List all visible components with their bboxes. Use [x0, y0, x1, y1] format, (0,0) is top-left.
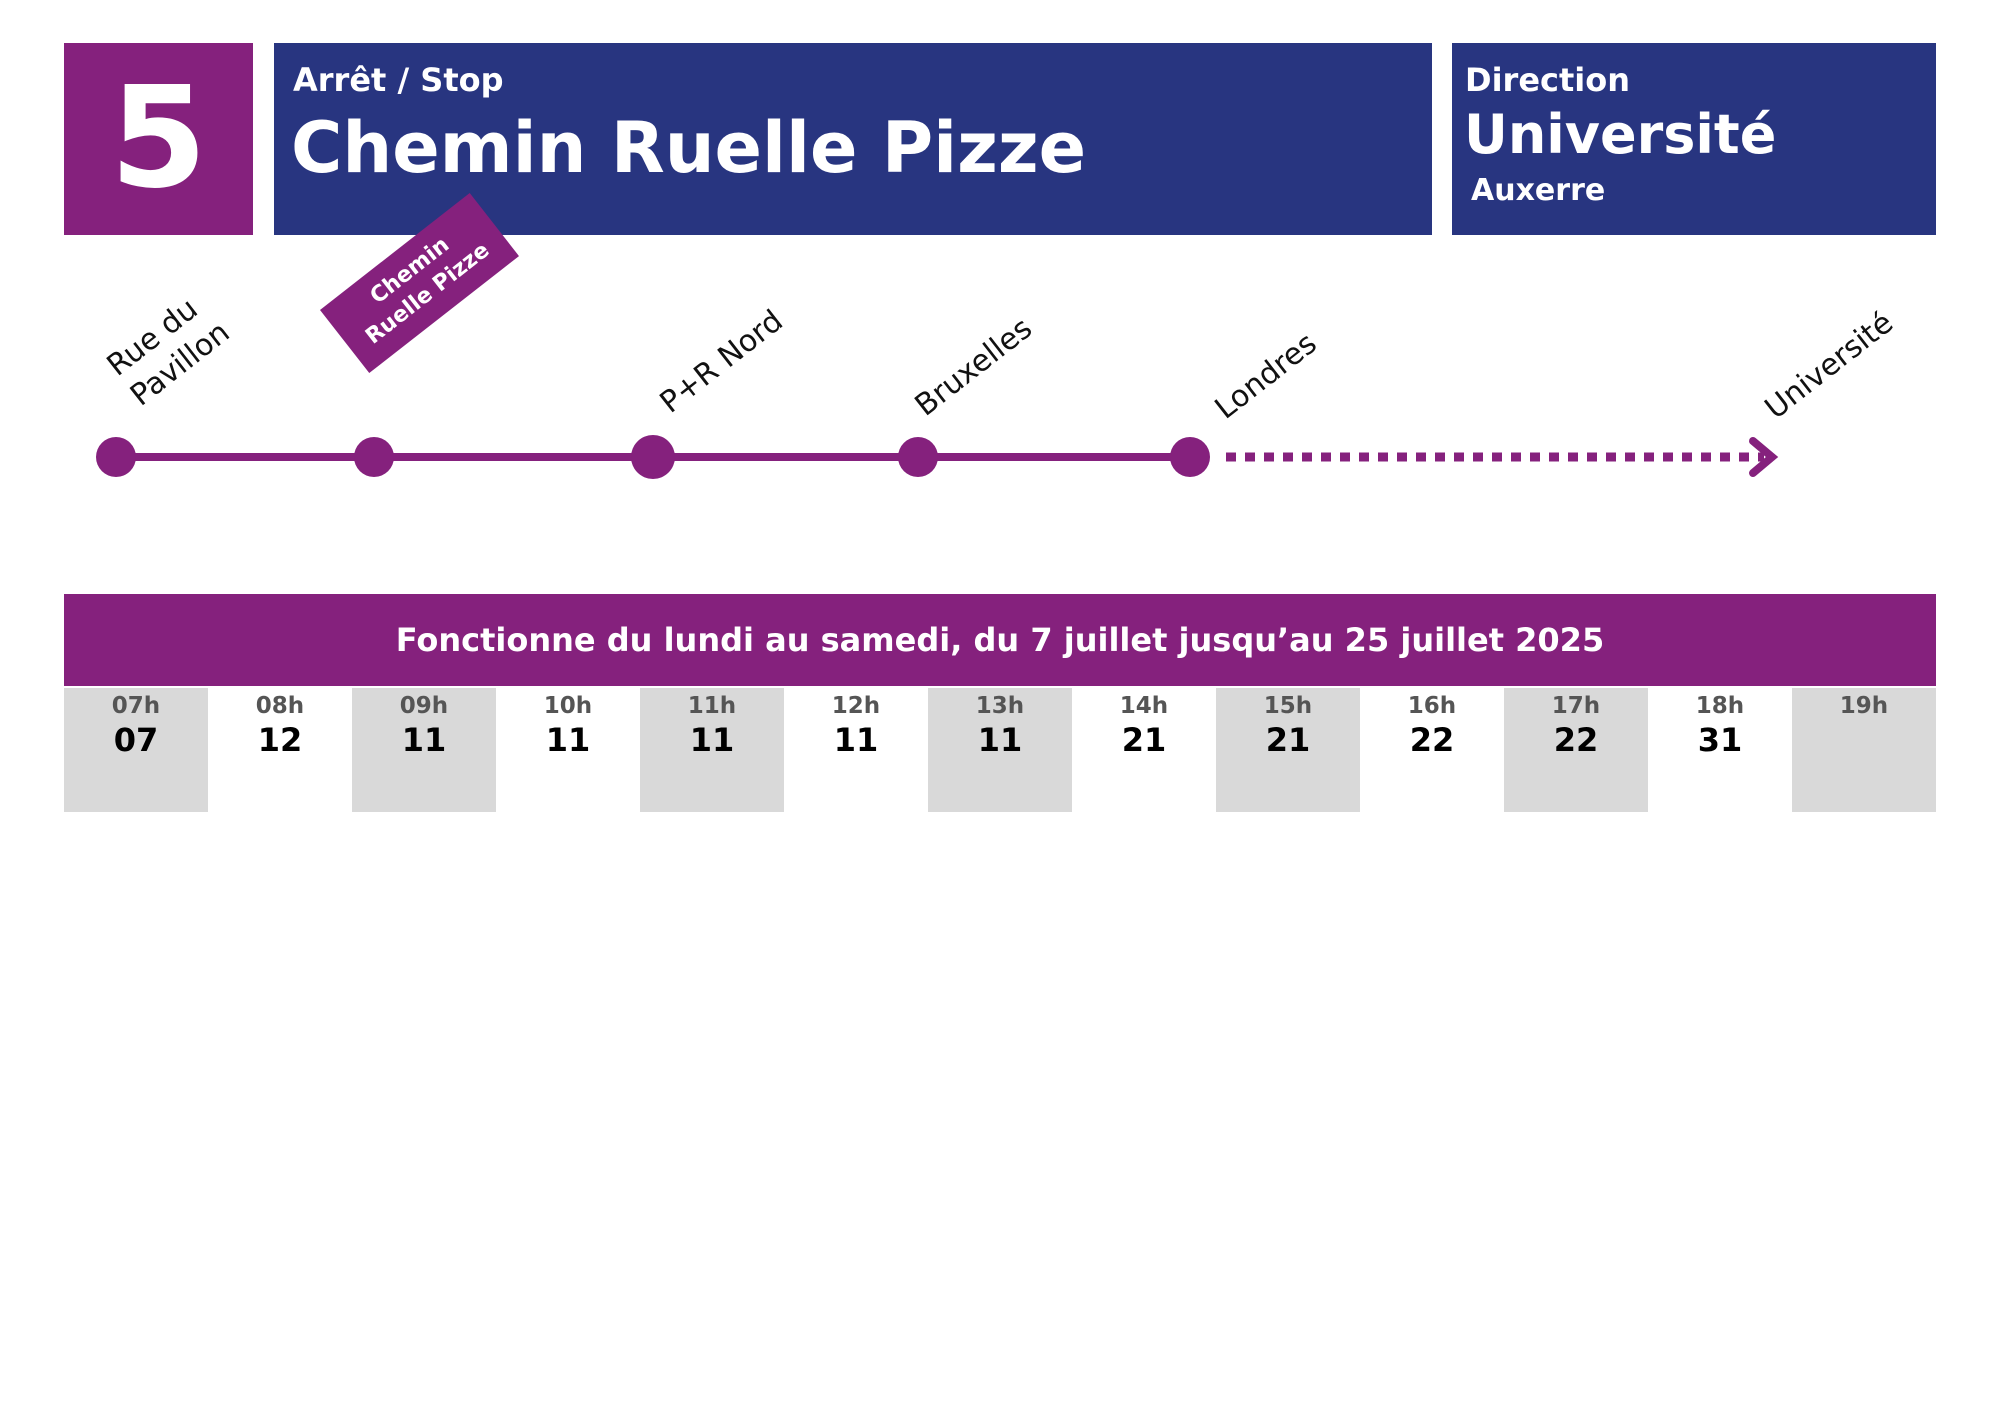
slot-hour: 19h — [1839, 693, 1889, 719]
timetable-slot: 10h 11 — [496, 688, 640, 812]
timetable-slot: 09h 11 — [352, 688, 496, 812]
slot-minutes: 21 — [1121, 720, 1167, 759]
slot-minutes: 11 — [833, 720, 879, 759]
slot-hour: 18h — [1695, 693, 1745, 719]
timetable-slot: 13h 11 — [928, 688, 1072, 812]
timetable-slot: 16h 22 — [1360, 688, 1504, 812]
slot-minutes: 11 — [401, 720, 447, 759]
slot-hour: 10h — [543, 693, 593, 719]
slot-minutes: 11 — [689, 720, 735, 759]
slot-hour: 08h — [255, 693, 305, 719]
direction-city: Auxerre — [1471, 173, 1606, 208]
direction-name: Université — [1464, 103, 1777, 166]
slot-minutes: 12 — [257, 720, 303, 759]
stop-dot-rue-du-pavillon — [96, 437, 136, 477]
slot-hour: 09h — [399, 693, 449, 719]
slot-hour: 14h — [1119, 693, 1169, 719]
slot-hour: 12h — [831, 693, 881, 719]
slot-hour: 17h — [1551, 693, 1601, 719]
terminus-arrow-icon — [1749, 437, 1779, 477]
stop-header: Arrêt / Stop Chemin Ruelle Pizze — [274, 43, 1432, 235]
timetable-slot: 15h 21 — [1216, 688, 1360, 812]
slot-hour: 11h — [687, 693, 737, 719]
stop-kicker: Arrêt / Stop — [293, 61, 504, 99]
slot-minutes: 11 — [977, 720, 1023, 759]
slot-minutes: 22 — [1409, 720, 1455, 759]
timetable-slot: 17h 22 — [1504, 688, 1648, 812]
stop-dot-chemin-ruelle-pizze — [354, 437, 394, 477]
timetable: 07h 07 08h 12 09h 11 10h 11 11h 11 12h 1… — [64, 688, 1936, 812]
stop-name: Chemin Ruelle Pizze — [291, 107, 1087, 189]
slot-hour: 16h — [1407, 693, 1457, 719]
timetable-slot: 19h — [1792, 688, 1936, 812]
slot-hour: 07h — [111, 693, 161, 719]
service-banner: Fonctionne du lundi au samedi, du 7 juil… — [64, 594, 1936, 686]
timetable-slot: 07h 07 — [64, 688, 208, 812]
stop-dot-londres — [1170, 437, 1210, 477]
slot-minutes: 21 — [1265, 720, 1311, 759]
direction-header: Direction Université Auxerre — [1452, 43, 1936, 235]
timetable-slot: 18h 31 — [1648, 688, 1792, 812]
timetable-slot: 08h 12 — [208, 688, 352, 812]
timetable-slot: 11h 11 — [640, 688, 784, 812]
stop-dot-bruxelles — [898, 437, 938, 477]
timetable-slot: 14h 21 — [1072, 688, 1216, 812]
timetable-slot: 12h 11 — [784, 688, 928, 812]
line-number-badge: 5 — [64, 43, 253, 235]
slot-minutes: 31 — [1697, 720, 1743, 759]
slot-minutes: 22 — [1553, 720, 1599, 759]
slot-hour: 15h — [1263, 693, 1313, 719]
route-diagram — [96, 435, 1779, 479]
slot-minutes: 11 — [545, 720, 591, 759]
stop-dot-pr-nord — [631, 435, 675, 479]
slot-minutes: 07 — [113, 720, 159, 759]
line-number: 5 — [109, 57, 208, 220]
direction-kicker: Direction — [1465, 61, 1631, 99]
service-banner-text: Fonctionne du lundi au samedi, du 7 juil… — [395, 621, 1605, 659]
slot-hour: 13h — [975, 693, 1025, 719]
